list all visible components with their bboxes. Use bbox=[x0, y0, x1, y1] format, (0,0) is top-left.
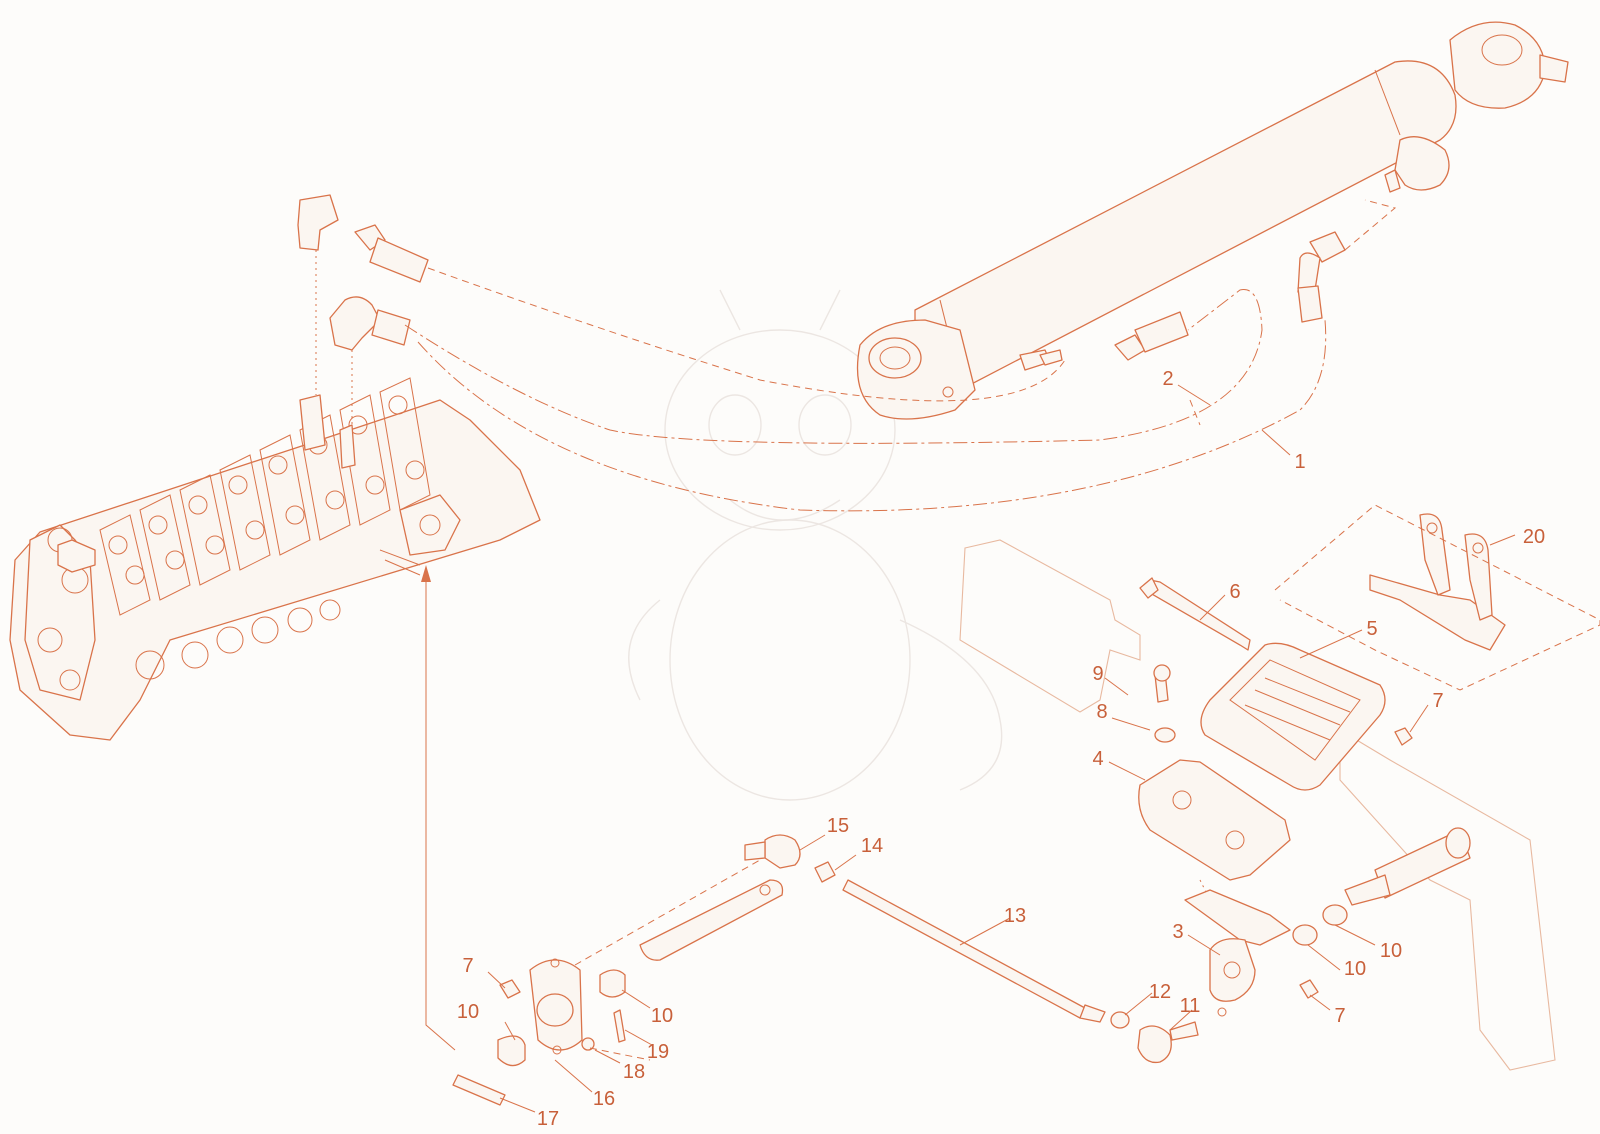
callout-10-link-left: 10 bbox=[457, 1001, 479, 1023]
bracket bbox=[1369, 513, 1506, 651]
callout-11: 11 bbox=[1180, 995, 1201, 1017]
watermark-figure bbox=[628, 289, 1003, 801]
pedal-pad bbox=[1200, 642, 1386, 791]
pedal-base bbox=[1138, 759, 1291, 881]
callout-6: 6 bbox=[1229, 581, 1240, 603]
callout-4: 4 bbox=[1092, 748, 1103, 770]
callout-7-pedal: 7 bbox=[1432, 690, 1443, 712]
callout-3: 3 bbox=[1172, 921, 1183, 943]
callout-14: 14 bbox=[861, 835, 883, 857]
pivot-lever bbox=[1184, 889, 1291, 1017]
linkage-parts bbox=[452, 834, 1199, 1106]
callout-18: 18 bbox=[623, 1061, 645, 1083]
callout-17: 17 bbox=[537, 1108, 559, 1130]
callout-5: 5 bbox=[1366, 618, 1377, 640]
callout-13: 13 bbox=[1004, 905, 1026, 927]
callout-20: 20 bbox=[1523, 526, 1545, 548]
callout-2: 2 bbox=[1162, 368, 1173, 390]
pedal-assembly bbox=[959, 504, 1600, 1071]
callout-19: 19 bbox=[647, 1041, 669, 1063]
callout-7-link: 7 bbox=[462, 955, 473, 977]
callout-12: 12 bbox=[1149, 981, 1171, 1003]
callout-9: 9 bbox=[1092, 663, 1103, 685]
callout-leaders bbox=[487, 384, 1516, 1113]
callout-8: 8 bbox=[1096, 701, 1107, 723]
callout-15: 15 bbox=[827, 815, 849, 837]
callout-1: 1 bbox=[1294, 451, 1305, 473]
callout-10-shaft: 10 bbox=[1380, 940, 1402, 962]
callout-10-link-right: 10 bbox=[651, 1005, 673, 1027]
hose-routing bbox=[315, 199, 1397, 512]
hose-fittings bbox=[297, 194, 1346, 361]
hydraulic-cylinder bbox=[856, 21, 1569, 420]
callout-7-lever: 7 bbox=[1334, 1005, 1345, 1027]
control-valve-bank bbox=[9, 377, 541, 741]
linkage-arrow bbox=[421, 565, 456, 1051]
callout-labels: 1 2 3 4 5 6 7 7 7 8 9 10 10 10 10 11 12 … bbox=[457, 368, 1545, 1130]
callout-10-lever: 10 bbox=[1344, 958, 1366, 980]
callout-16: 16 bbox=[593, 1088, 615, 1110]
